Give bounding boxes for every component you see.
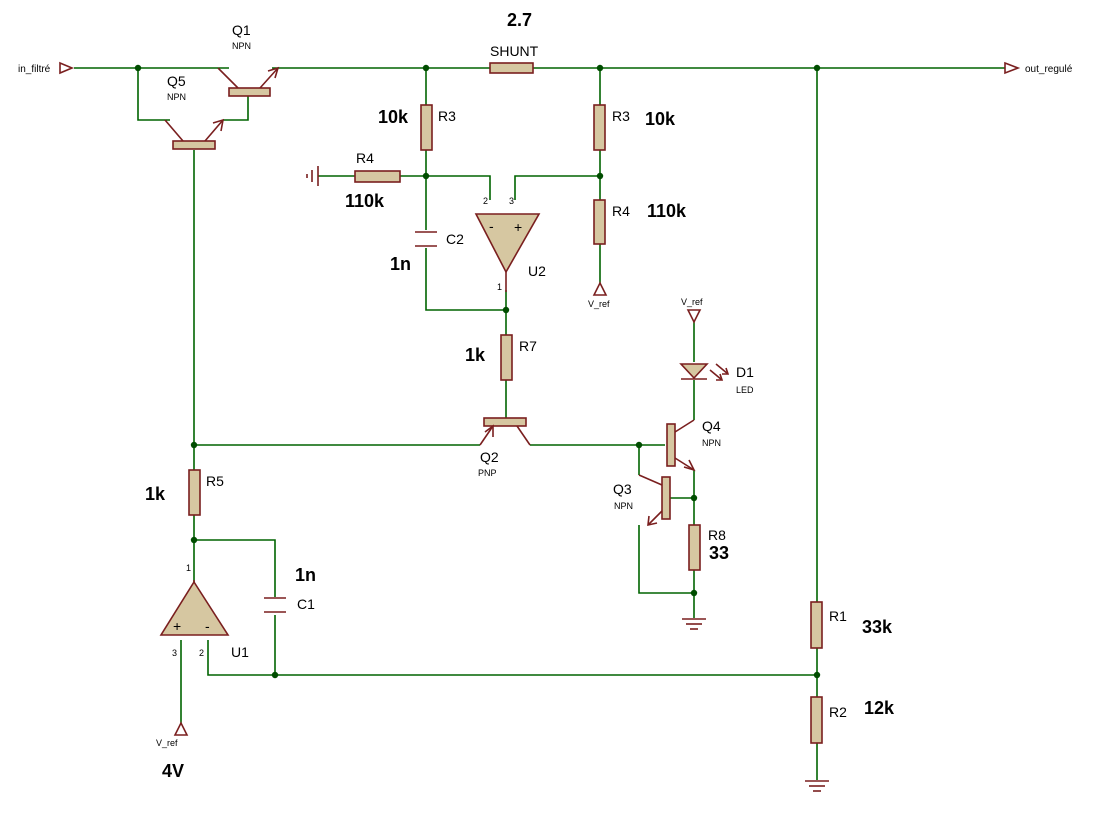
u1-pin-noninv: 3 bbox=[172, 648, 177, 658]
q5-type: NPN bbox=[167, 92, 186, 102]
r3-left-ref: R3 bbox=[438, 108, 456, 124]
r5-ref: R5 bbox=[206, 473, 224, 489]
transistor-q1: Q1 NPN bbox=[217, 22, 280, 97]
u2-plus-sign: + bbox=[514, 219, 522, 235]
transistor-q2: Q2 PNP bbox=[478, 417, 531, 478]
ground-symbol-r8 bbox=[682, 618, 706, 630]
capacitor-c1: C1 1n bbox=[264, 565, 316, 613]
q2-ref: Q2 bbox=[480, 449, 499, 465]
r3-left-value: 10k bbox=[378, 107, 409, 127]
r2-value: 12k bbox=[864, 698, 895, 718]
junctions bbox=[134, 64, 821, 679]
c1-value: 1n bbox=[295, 565, 316, 585]
transistor-q3: Q3 NPN bbox=[613, 474, 671, 527]
u1-pin-out: 1 bbox=[186, 563, 191, 573]
vref-led-label: V_ref bbox=[681, 297, 703, 307]
vref-u1-label: V_ref bbox=[156, 738, 178, 748]
r8-ref: R8 bbox=[708, 527, 726, 543]
resistor-r3-right: R3 10k bbox=[593, 104, 676, 151]
c1-ref: C1 bbox=[297, 596, 315, 612]
q2-type: PNP bbox=[478, 468, 497, 478]
shunt-resistor: SHUNT 2.7 bbox=[489, 10, 539, 74]
q5-ref: Q5 bbox=[167, 73, 186, 89]
resistor-r8: R8 33 bbox=[688, 524, 729, 571]
led-d1: D1 LED bbox=[679, 363, 754, 395]
u1-vref-value: 4V bbox=[162, 761, 184, 781]
input-port-label: in_filtré bbox=[18, 64, 51, 75]
q1-type: NPN bbox=[232, 41, 251, 51]
r1-ref: R1 bbox=[829, 608, 847, 624]
transistor-q5: Q5 NPN bbox=[164, 73, 225, 150]
resistor-r4-left: R4 110k bbox=[345, 150, 401, 211]
capacitor-c2: C2 1n bbox=[390, 231, 464, 274]
q4-ref: Q4 bbox=[702, 418, 721, 434]
u1-minus-sign: - bbox=[205, 618, 210, 634]
u1-ref: U1 bbox=[231, 644, 249, 660]
r8-value: 33 bbox=[709, 543, 729, 563]
opamp-u1: + - 1 3 2 U1 bbox=[159, 563, 249, 660]
vref-port-led: V_ref bbox=[681, 297, 703, 324]
r1-value: 33k bbox=[862, 617, 893, 637]
resistor-r7: R7 1k bbox=[465, 334, 537, 381]
resistor-r1: R1 33k bbox=[810, 601, 893, 649]
u1-pin-inv: 2 bbox=[199, 648, 204, 658]
vref-r4-label: V_ref bbox=[588, 299, 610, 309]
r4-right-ref: R4 bbox=[612, 203, 630, 219]
q4-type: NPN bbox=[702, 438, 721, 448]
ground-symbol-r2 bbox=[805, 780, 829, 792]
output-port-label: out_regulé bbox=[1025, 64, 1073, 75]
resistor-r2: R2 12k bbox=[810, 696, 895, 744]
d1-ref: D1 bbox=[736, 364, 754, 380]
vref-port-r4: V_ref bbox=[588, 281, 610, 309]
r4-right-value: 110k bbox=[647, 201, 687, 221]
u2-pin-noninv: 3 bbox=[509, 196, 514, 206]
r2-ref: R2 bbox=[829, 704, 847, 720]
u2-ref: U2 bbox=[528, 263, 546, 279]
c2-ref: C2 bbox=[446, 231, 464, 247]
resistor-r5: R5 1k bbox=[145, 469, 224, 516]
r7-ref: R7 bbox=[519, 338, 537, 354]
input-port: in_filtré bbox=[18, 61, 75, 75]
r4-left-value: 110k bbox=[345, 191, 385, 211]
transistor-q4: Q4 NPN bbox=[666, 418, 721, 472]
resistor-r3-left: R3 10k bbox=[378, 104, 456, 151]
q3-type: NPN bbox=[614, 501, 633, 511]
d1-type: LED bbox=[736, 385, 754, 395]
ground-symbol-r4 bbox=[306, 166, 319, 186]
r3-right-ref: R3 bbox=[612, 108, 630, 124]
u2-minus-sign: - bbox=[489, 218, 494, 234]
q1-ref: Q1 bbox=[232, 22, 251, 38]
output-port: out_regulé bbox=[1004, 61, 1073, 75]
u2-pin-out: 1 bbox=[497, 282, 502, 292]
r4-left-ref: R4 bbox=[356, 150, 374, 166]
r3-right-value: 10k bbox=[645, 109, 676, 129]
r7-value: 1k bbox=[465, 345, 486, 365]
opamp-u2: - + 2 3 1 U2 bbox=[474, 196, 546, 292]
u1-plus-sign: + bbox=[173, 618, 181, 634]
resistor-r4-right: R4 110k bbox=[593, 199, 687, 245]
shunt-value: 2.7 bbox=[507, 10, 532, 30]
wires bbox=[74, 67, 1005, 780]
q3-ref: Q3 bbox=[613, 481, 632, 497]
u2-pin-inv: 2 bbox=[483, 196, 488, 206]
c2-value: 1n bbox=[390, 254, 411, 274]
vref-port-u1: V_ref 4V bbox=[156, 721, 189, 781]
shunt-ref: SHUNT bbox=[490, 43, 539, 59]
r5-value: 1k bbox=[145, 484, 166, 504]
